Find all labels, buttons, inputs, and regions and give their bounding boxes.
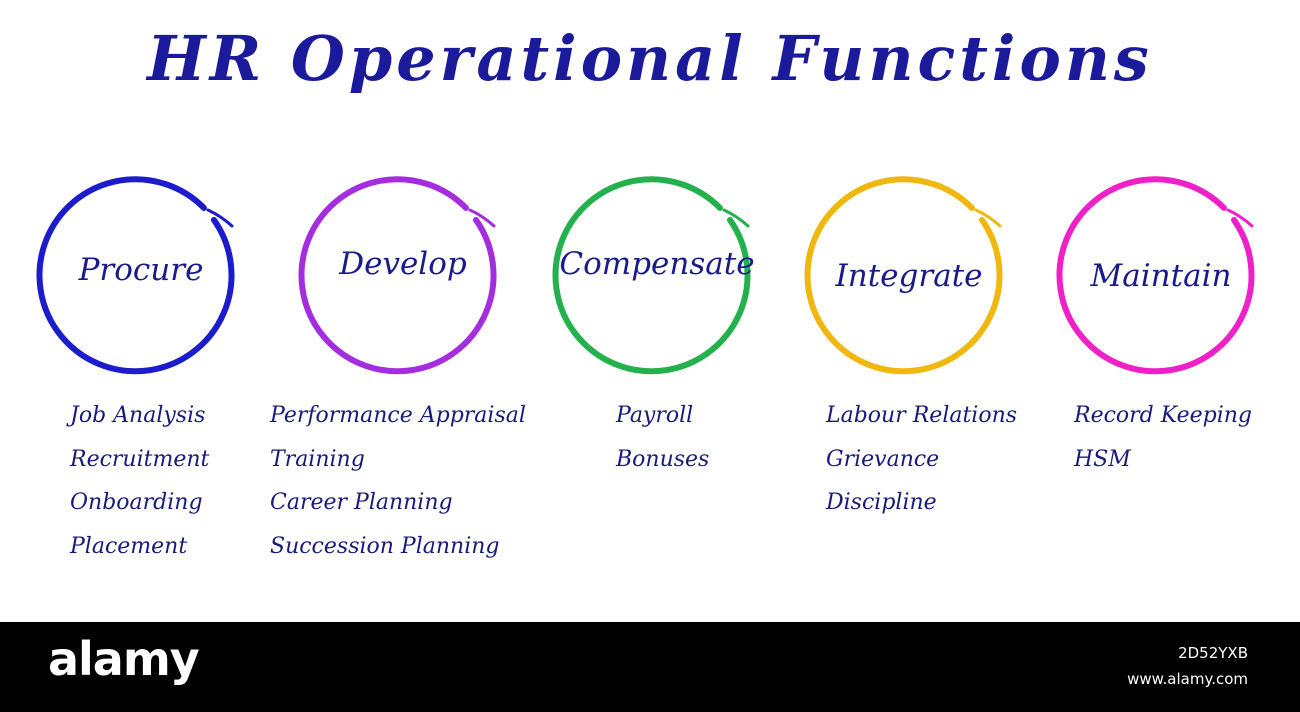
function-circle-procure: Procure xyxy=(36,168,246,378)
develop-items-list: Performance Appraisal Training Career Pl… xyxy=(270,394,526,568)
list-item: Onboarding xyxy=(70,490,203,515)
list-item: Job Analysis xyxy=(70,403,206,428)
list-item: Career Planning xyxy=(270,490,453,515)
procure-items-list: Job Analysis Recruitment Onboarding Plac… xyxy=(70,394,209,568)
function-circle-develop: Develop xyxy=(298,168,508,378)
list-item: Payroll xyxy=(616,403,694,428)
ring-procure-icon xyxy=(36,176,235,375)
list-item: Training xyxy=(270,446,365,472)
list-item: Labour Relations xyxy=(826,403,1018,428)
ring-maintain-icon xyxy=(1056,176,1255,375)
alamy-logo: alamy xyxy=(48,632,200,686)
list-item: Succession Planning xyxy=(270,533,500,559)
image-id: 2D52YXB xyxy=(1178,644,1248,662)
list-item: Bonuses xyxy=(616,446,710,472)
list-item: Grievance xyxy=(826,446,940,472)
function-label-procure: Procure xyxy=(78,252,204,288)
compensate-items-list: Payroll Bonuses xyxy=(616,394,709,481)
ring-develop-icon xyxy=(298,176,497,375)
integrate-items-list: Labour Relations Grievance Discipline xyxy=(826,394,1017,525)
site-url: www.alamy.com xyxy=(1127,670,1248,688)
ring-compensate-icon xyxy=(552,176,751,375)
list-item: HSM xyxy=(1074,446,1131,472)
function-label-integrate: Integrate xyxy=(835,258,983,294)
list-item: Discipline xyxy=(826,490,937,515)
list-item: Record Keeping xyxy=(1074,403,1252,428)
watermark-footer: alamy 2D52YXB www.alamy.com xyxy=(0,622,1300,712)
function-circle-integrate: Integrate xyxy=(804,168,1014,378)
function-label-develop: Develop xyxy=(339,246,467,282)
maintain-items-list: Record Keeping HSM xyxy=(1074,394,1252,481)
function-circle-compensate: Compensate xyxy=(552,168,762,378)
list-item: Recruitment xyxy=(70,446,210,472)
list-item: Placement xyxy=(70,533,188,559)
function-label-compensate: Compensate xyxy=(559,246,755,282)
diagram-title: HR Operational Functions xyxy=(147,22,1153,95)
function-circle-maintain: Maintain xyxy=(1056,168,1266,378)
function-label-maintain: Maintain xyxy=(1090,258,1232,294)
list-item: Performance Appraisal xyxy=(270,403,526,428)
ring-integrate-icon xyxy=(804,176,1003,375)
